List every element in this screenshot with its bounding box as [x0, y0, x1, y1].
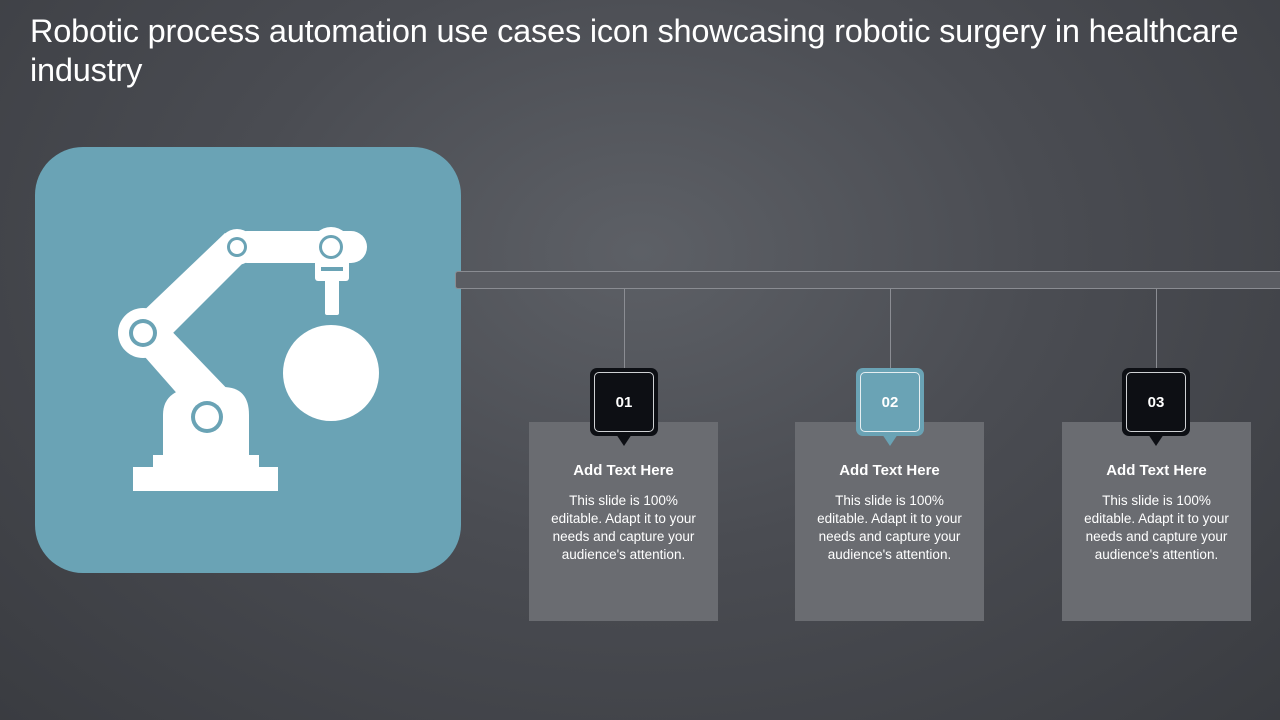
step-number: 03: [1147, 394, 1165, 411]
step-heading: Add Text Here: [839, 462, 940, 479]
connector-line-2: [890, 289, 891, 369]
step-card-2: Add Text Here This slide is 100% editabl…: [795, 422, 984, 621]
step-heading: Add Text Here: [573, 462, 674, 479]
step-card-1: Add Text Here This slide is 100% editabl…: [529, 422, 718, 621]
step-badge-3: 03: [1122, 368, 1190, 446]
step-badge-2: 02: [856, 368, 924, 446]
slide-title: Robotic process automation use cases ico…: [30, 13, 1239, 88]
step-heading: Add Text Here: [1106, 462, 1207, 479]
step-body: This slide is 100% editable. Adapt it to…: [1084, 493, 1229, 562]
timeline-bar: [455, 271, 1280, 289]
step-body: This slide is 100% editable. Adapt it to…: [551, 493, 696, 562]
step-body: This slide is 100% editable. Adapt it to…: [817, 493, 962, 562]
step-card-3: Add Text Here This slide is 100% editabl…: [1062, 422, 1251, 621]
step-number: 01: [615, 394, 633, 411]
robotic-arm-icon: [118, 227, 379, 491]
connector-line-3: [1156, 289, 1157, 369]
robot-icon-panel: [35, 147, 461, 573]
connector-line-1: [624, 289, 625, 369]
step-number: 02: [881, 394, 899, 411]
step-badge-1: 01: [590, 368, 658, 446]
